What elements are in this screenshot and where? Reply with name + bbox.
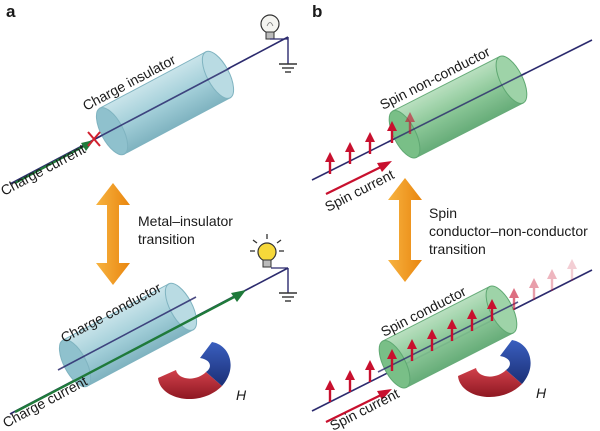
- panel-a-bottom-group: H Charge conductor Charge current: [0, 234, 297, 431]
- charge-conductor-cylinder: [58, 282, 198, 388]
- charge-current-arrow: [14, 294, 237, 414]
- transition-label-b-line1: Spin: [429, 205, 457, 221]
- spin-current-label-bottom: Spin current: [327, 385, 402, 431]
- spin-up-arrows-bottom: [325, 259, 577, 402]
- panel-b-top-group: Spin non-conductor Spin current: [311, 39, 593, 215]
- magnet-icon: [158, 342, 231, 400]
- field-label-a: H: [236, 387, 247, 403]
- transition-label-a-line2: transition: [138, 231, 195, 247]
- charge-current-label-bottom: Charge current: [0, 373, 90, 431]
- spin-current-arrow: [325, 393, 384, 423]
- light-bulb-off-icon: [260, 14, 280, 40]
- charge-current-arrow: [14, 143, 87, 185]
- spin-up-arrows-top: [325, 112, 415, 174]
- transition-label-b-line2: conductor–non-conductor: [429, 223, 588, 239]
- charge-current-label-top: Charge current: [0, 141, 88, 199]
- transition-label-a-line1: Metal–insulator: [138, 213, 233, 229]
- panel-a-letter: a: [6, 2, 16, 21]
- metal-insulator-transition-arrow: [96, 183, 130, 285]
- panel-a-top-group: Charge insulator Charge current: [0, 14, 297, 199]
- field-label-b: H: [536, 385, 547, 401]
- transition-label-b-line3: transition: [429, 241, 486, 257]
- light-bulb-on-icon: [250, 234, 284, 268]
- panel-b-letter: b: [312, 2, 322, 21]
- spin-transition-arrow: [388, 178, 422, 282]
- spin-current-arrow: [325, 165, 384, 195]
- magnet-icon: [458, 340, 531, 398]
- panel-b-bottom-group: H Spin conductor Spin current: [311, 259, 593, 431]
